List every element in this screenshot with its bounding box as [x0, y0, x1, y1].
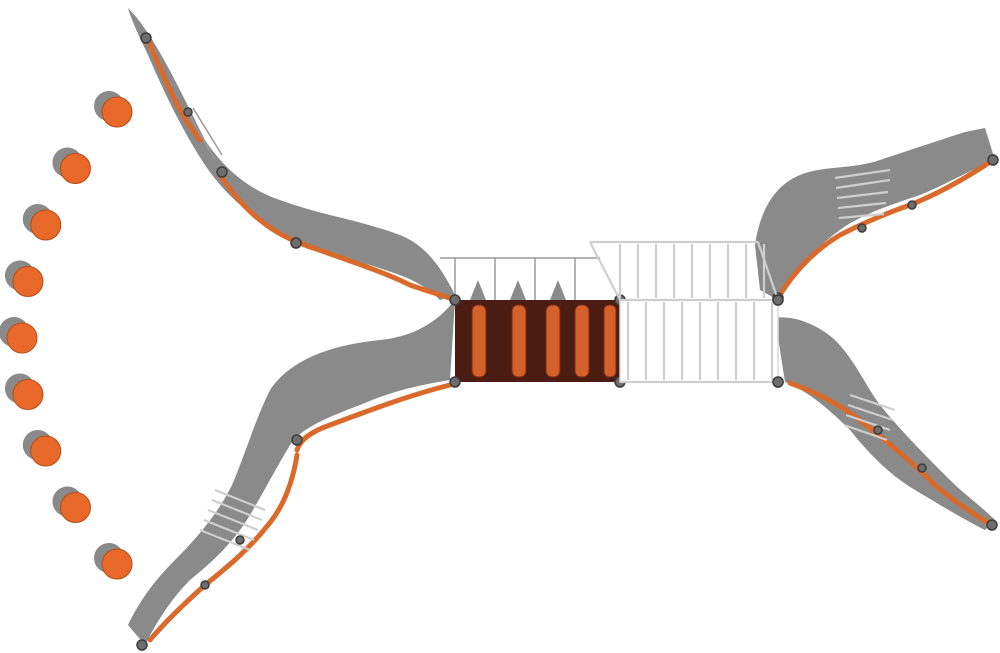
slide-arm-lower-right	[772, 317, 998, 531]
stepping-stone	[4, 373, 44, 410]
stepping-stone	[94, 543, 133, 580]
stepping-stones	[0, 91, 133, 580]
climber-deck	[449, 294, 626, 388]
stepping-stone	[94, 91, 133, 128]
stepping-stone	[52, 486, 91, 523]
slide-arm-upper-right	[755, 128, 999, 304]
slide-arm-upper-left	[128, 8, 458, 303]
stepping-stone	[4, 260, 44, 297]
stepping-stone	[0, 317, 38, 354]
bridge	[589, 240, 784, 388]
stepping-stone	[22, 430, 62, 467]
climber-top-railing	[440, 257, 600, 300]
stepping-stone	[22, 204, 62, 241]
stepping-stone	[52, 147, 91, 184]
slide-arm-lower-left	[128, 300, 455, 651]
